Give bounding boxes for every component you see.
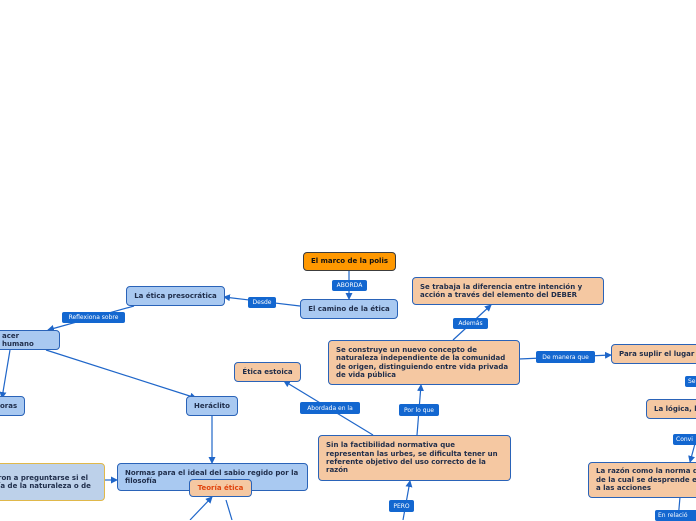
node-etica-presocratica[interactable]: La ética presocrática <box>126 286 225 306</box>
node-quehacer-humano[interactable]: acer humano <box>0 330 60 350</box>
node-heraclito[interactable]: Heráclito <box>186 396 238 416</box>
edge-quehacer-heraclito <box>45 349 197 400</box>
node-camino-etica[interactable]: El camino de la ética <box>300 299 398 319</box>
connector-de-manera-que[interactable]: De manera que <box>536 351 595 363</box>
node-suplir-lugar[interactable]: Para suplir el lugar <box>611 344 696 364</box>
node-teoria-etica[interactable]: Teoría ética <box>189 479 252 497</box>
connector-ademas[interactable]: Además <box>453 318 488 329</box>
node-preguntarse[interactable]: ron a preguntarse si el ía de la natural… <box>0 463 105 501</box>
connector-abordada-en-la[interactable]: Abordada en la <box>300 402 360 414</box>
node-pitagoras[interactable]: oras <box>0 396 25 416</box>
edge-normas-teoria-2 <box>225 499 233 520</box>
connector-aborda[interactable]: ABORDA <box>332 280 367 291</box>
connector-por-lo-que[interactable]: Por lo que <box>399 404 439 416</box>
edge-quehacer-pitagoras <box>0 349 11 399</box>
connector-se[interactable]: Se <box>685 376 696 387</box>
connector-desde[interactable]: Desde <box>248 297 276 308</box>
connector-convi[interactable]: Convi <box>673 434 696 445</box>
node-etica-estoica[interactable]: Ética estoica <box>234 362 301 382</box>
node-razon-norma[interactable]: La razón como la norma d de la cual se d… <box>588 462 696 498</box>
edge-normas-teoria-1 <box>189 496 213 520</box>
node-factibilidad-normativa[interactable]: Sin la factibilidad normativa que repres… <box>318 435 511 481</box>
node-logica[interactable]: La lógica, l <box>646 399 696 419</box>
connector-reflexiona-sobre[interactable]: Reflexiona sobre <box>62 312 125 323</box>
connector-en-relacion[interactable]: En relació <box>655 510 696 521</box>
connector-pero[interactable]: PERO <box>389 500 414 512</box>
node-marco-polis[interactable]: El marco de la polis <box>303 252 396 271</box>
node-nuevo-concepto[interactable]: Se construye un nuevo concepto de natura… <box>328 340 520 385</box>
node-diferencia-intencion[interactable]: Se trabaja la diferencia entre intención… <box>412 277 604 305</box>
